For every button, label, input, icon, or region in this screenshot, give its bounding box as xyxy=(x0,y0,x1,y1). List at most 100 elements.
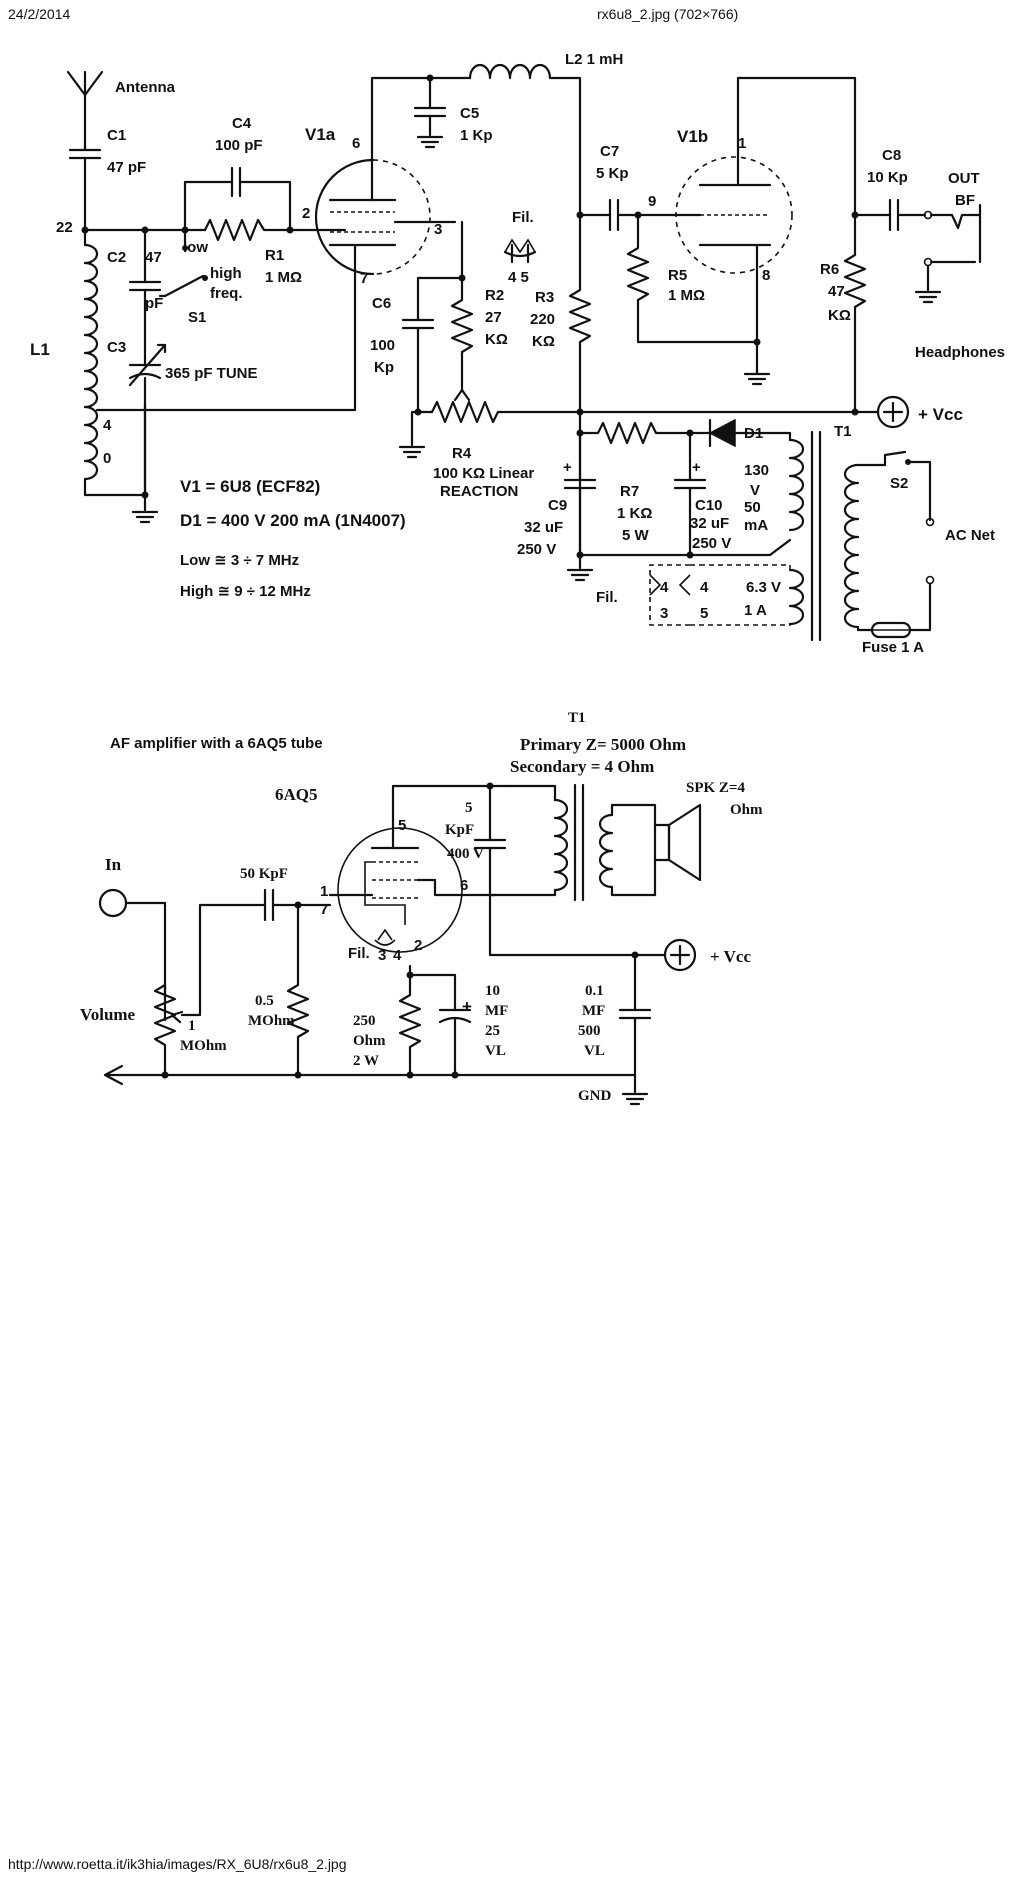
volume-val1: 1 xyxy=(188,1018,196,1034)
c1-label: C1 xyxy=(107,127,126,144)
v1b-pin-8: 8 xyxy=(762,267,770,284)
antenna-label: Antenna xyxy=(115,79,176,96)
r3-unit: KΩ xyxy=(532,333,555,350)
tube-6aq5-label: 6AQ5 xyxy=(275,785,318,804)
v1b-pin-1: 1 xyxy=(738,135,746,152)
c4-value: 100 pF xyxy=(215,137,263,154)
fuse-label: Fuse 1 A xyxy=(862,639,924,656)
c6-label: C6 xyxy=(372,295,391,312)
c8-value: 10 Kp xyxy=(867,169,908,186)
node-22-label: 22 xyxy=(56,219,73,236)
t1-label-receiver: T1 xyxy=(834,423,852,440)
c8-label: C8 xyxy=(882,147,901,164)
sec-v-label: V xyxy=(750,482,760,499)
c4-label: C4 xyxy=(232,115,252,132)
svg-text:+: + xyxy=(462,997,472,1016)
s1-low-label: low xyxy=(183,239,208,256)
v1a-label: V1a xyxy=(305,125,336,144)
c-plate-val3: 400 V xyxy=(447,846,484,862)
c10-value: 32 uF xyxy=(690,515,729,532)
c2-unit: pF xyxy=(145,295,163,312)
headphones-label: Headphones xyxy=(915,344,1005,361)
c-cathode-val2: MF xyxy=(485,1003,508,1019)
resistor-r6 xyxy=(843,213,867,414)
c2-label: C2 xyxy=(107,249,126,266)
c-cathode-val4: VL xyxy=(485,1043,506,1059)
6aq5-pin-6: 6 xyxy=(460,877,468,894)
headphone-jack xyxy=(914,203,982,304)
c-plate-val1: 5 xyxy=(465,800,473,816)
fil-label-v1: Fil. xyxy=(512,209,534,226)
v1a-pin-6: 6 xyxy=(352,135,360,152)
inductor-l1 xyxy=(83,228,99,497)
c7-label: C7 xyxy=(600,143,619,160)
vcc-label-receiver: + Vcc xyxy=(918,405,963,424)
r3-value: 220 xyxy=(530,311,555,328)
v1b-label: V1b xyxy=(677,127,708,146)
c2-value: 47 xyxy=(145,249,162,266)
r7-power: 5 W xyxy=(622,527,650,544)
r1-value: 1 MΩ xyxy=(265,269,302,286)
s1-high-label: high xyxy=(210,265,242,282)
l1-label: L1 xyxy=(30,340,50,359)
output-transformer xyxy=(488,783,657,902)
6aq5-pin-4: 4 xyxy=(393,947,402,964)
resistor-r5 xyxy=(626,213,759,344)
r2-unit: KΩ xyxy=(485,331,508,348)
note-high-band: High ≅ 9 ÷ 12 MHz xyxy=(180,583,311,600)
6aq5-pin-7: 7 xyxy=(320,901,328,918)
r1-label: R1 xyxy=(265,247,284,264)
r2-value: 27 xyxy=(485,309,502,326)
sec-ma-label: mA xyxy=(744,517,768,534)
l2-label: L2 1 mH xyxy=(565,51,623,68)
potentiometer-r4 xyxy=(398,388,582,459)
sec-63v-label: 6.3 V xyxy=(746,579,781,596)
d1-label: D1 xyxy=(744,425,763,442)
fil-pin-4a: 4 xyxy=(660,579,669,596)
r-grid-val2: MOhm xyxy=(248,1013,295,1029)
t1-primary-label: Primary Z= 5000 Ohm xyxy=(520,735,686,754)
ac-net-label: AC Net xyxy=(945,527,995,544)
resistor-r1 xyxy=(203,218,302,242)
diode-d1 xyxy=(688,418,792,448)
reaction-label: REACTION xyxy=(440,483,518,500)
r6-unit: KΩ xyxy=(828,307,851,324)
s1-label: S1 xyxy=(188,309,206,326)
c5-value: 1 Kp xyxy=(460,127,493,144)
t1-secondary-label: Secondary = 4 Ohm xyxy=(510,757,654,776)
6aq5-pin-1: 1 xyxy=(320,883,328,900)
capacitor-c8 xyxy=(853,198,927,232)
r-cathode-val1: 250 xyxy=(353,1013,376,1029)
volume-label: Volume xyxy=(80,1005,136,1024)
c9-voltage: 250 V xyxy=(517,541,556,558)
transformer-t1 xyxy=(788,430,860,642)
image-filename: rx6u8_2.jpg (702×766) xyxy=(597,6,739,22)
resistor-r3 xyxy=(568,213,592,557)
capacitor-c3-variable xyxy=(128,343,167,497)
capacitor-c9-electrolytic: + xyxy=(563,431,597,557)
svg-text:+: + xyxy=(692,459,701,476)
inductor-l2 xyxy=(428,63,582,217)
r5-value: 1 MΩ xyxy=(668,287,705,304)
capacitor-c1 xyxy=(68,133,102,232)
note-v1: V1 = 6U8 (ECF82) xyxy=(180,477,320,496)
c6-value: 100 xyxy=(370,337,395,354)
input-label: In xyxy=(105,855,122,874)
receiver-circuit: Antenna C1 47 pF 22 C4 100 pF R1 xyxy=(30,51,1005,656)
vcc-label-amp: + Vcc xyxy=(710,947,751,966)
c1-value: 47 pF xyxy=(107,159,146,176)
6aq5-pin-5: 5 xyxy=(398,817,406,834)
c5-label: C5 xyxy=(460,105,479,122)
c10-voltage: 250 V xyxy=(692,535,731,552)
ground-bus xyxy=(103,1064,649,1106)
input-jack xyxy=(98,888,167,1022)
antenna-symbol xyxy=(66,70,104,137)
c-input-value: 50 KpF xyxy=(240,866,288,882)
fil-pin-3: 3 xyxy=(660,605,668,622)
resistor-r7 xyxy=(578,421,692,445)
capacitor-c4 xyxy=(183,166,292,232)
c3-value: 365 pF TUNE xyxy=(165,365,258,382)
l1-tap-0: 0 xyxy=(103,450,111,467)
c-supply-val2: MF xyxy=(582,1003,605,1019)
r7-label: R7 xyxy=(620,483,639,500)
